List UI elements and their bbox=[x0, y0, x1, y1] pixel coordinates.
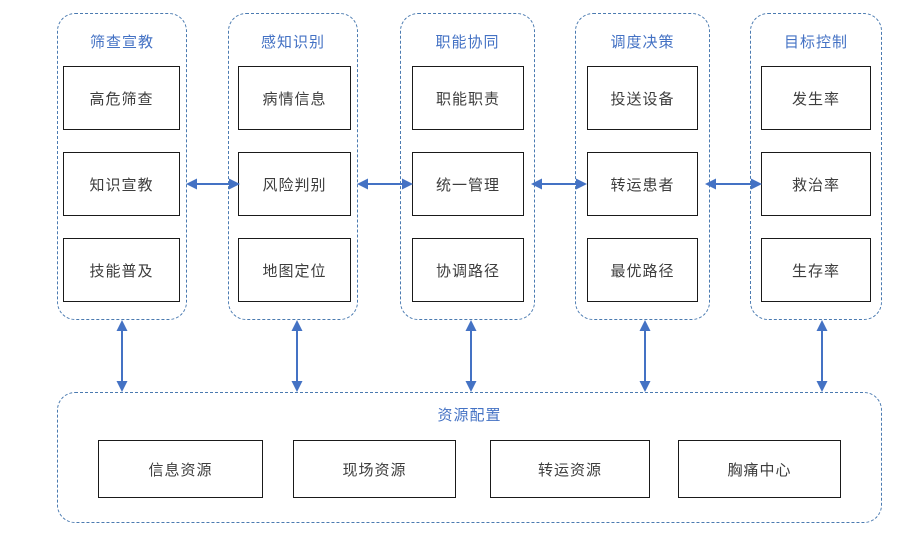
node-high-risk-screening[interactable]: 高危筛查 bbox=[63, 66, 180, 130]
node-onsite-resource[interactable]: 现场资源 bbox=[293, 440, 456, 498]
node-knowledge-education[interactable]: 知识宣教 bbox=[63, 152, 180, 216]
arrow-col3-panel bbox=[463, 320, 479, 392]
node-skill-popularization[interactable]: 技能普及 bbox=[63, 238, 180, 302]
group-screening-education[interactable]: 筛查宣教 bbox=[57, 13, 187, 320]
node-unified-management[interactable]: 统一管理 bbox=[412, 152, 524, 216]
group-functional-coordination[interactable]: 职能协同 bbox=[400, 13, 535, 320]
group-title-target-control: 目标控制 bbox=[783, 34, 848, 51]
node-treatment-rate[interactable]: 救治率 bbox=[761, 152, 871, 216]
node-incidence-rate[interactable]: 发生率 bbox=[761, 66, 871, 130]
node-risk-assessment[interactable]: 风险判别 bbox=[238, 152, 351, 216]
group-title-dispatch-decision: 调度决策 bbox=[610, 34, 675, 51]
arrow-col2-panel bbox=[289, 320, 305, 392]
arrow-col3-col4 bbox=[531, 176, 587, 192]
panel-resource-allocation[interactable]: 资源配置 bbox=[57, 392, 882, 523]
node-transfer-resource[interactable]: 转运资源 bbox=[490, 440, 650, 498]
node-map-positioning[interactable]: 地图定位 bbox=[238, 238, 351, 302]
group-title-perception-recognition: 感知识别 bbox=[260, 34, 325, 51]
node-coordinated-path[interactable]: 协调路径 bbox=[412, 238, 524, 302]
arrow-col4-col5 bbox=[705, 176, 762, 192]
arrow-col1-panel bbox=[114, 320, 130, 392]
arrow-col4-panel bbox=[637, 320, 653, 392]
node-survival-rate[interactable]: 生存率 bbox=[761, 238, 871, 302]
node-chest-pain-center[interactable]: 胸痛中心 bbox=[678, 440, 841, 498]
node-optimal-route[interactable]: 最优路径 bbox=[587, 238, 698, 302]
arrow-col5-panel bbox=[814, 320, 830, 392]
group-target-control[interactable]: 目标控制 bbox=[750, 13, 882, 320]
node-transfer-patient[interactable]: 转运患者 bbox=[587, 152, 698, 216]
group-perception-recognition[interactable]: 感知识别 bbox=[228, 13, 358, 320]
group-title-functional-coordination: 职能协同 bbox=[435, 34, 500, 51]
group-title-screening-education: 筛查宣教 bbox=[89, 34, 154, 51]
node-information-resource[interactable]: 信息资源 bbox=[98, 440, 263, 498]
node-functional-duty[interactable]: 职能职责 bbox=[412, 66, 524, 130]
panel-title-resource-allocation: 资源配置 bbox=[437, 407, 502, 424]
group-dispatch-decision[interactable]: 调度决策 bbox=[575, 13, 710, 320]
node-deploy-equipment[interactable]: 投送设备 bbox=[587, 66, 698, 130]
arrow-col2-col3 bbox=[357, 176, 413, 192]
arrow-col1-col2 bbox=[186, 176, 240, 192]
node-condition-info[interactable]: 病情信息 bbox=[238, 66, 351, 130]
